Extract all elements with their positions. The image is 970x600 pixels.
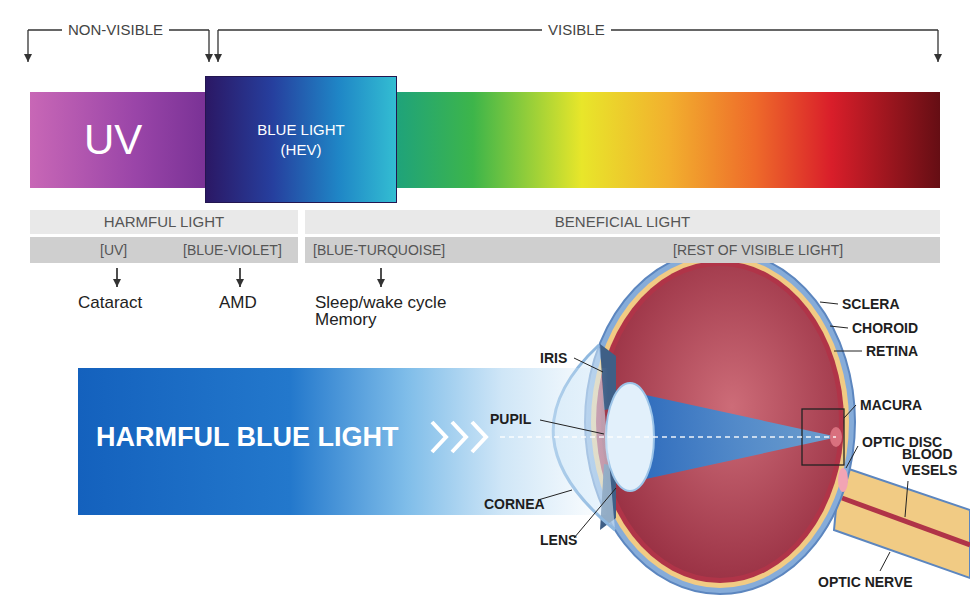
leaders [834, 351, 862, 352]
eyeball [596, 261, 844, 583]
part-label: CHOROID [852, 320, 918, 336]
part-label: IRIS [540, 350, 567, 366]
leaders [830, 326, 848, 328]
optic-nerve [842, 498, 970, 545]
uv-band: UV [30, 92, 205, 188]
macula-and-disc [838, 468, 848, 492]
effect-label: Sleep/wake cycle Memory [315, 294, 475, 328]
group-name: BENEFICIAL LIGHT [555, 210, 690, 234]
part-label: RETINA [866, 343, 918, 359]
chevrons [452, 422, 466, 452]
effect-arrows [380, 268, 382, 287]
leaders [905, 481, 908, 517]
leaders [844, 405, 856, 418]
band-name: UV [84, 115, 142, 165]
range-name: [BLUE-VIOLET] [183, 237, 282, 263]
eyeball [585, 250, 855, 594]
beneficial-sub-band: [BLUE-TURQUOISE] [REST OF VISIBLE LIGHT] [305, 237, 940, 263]
leaders [820, 302, 838, 304]
chevrons [432, 422, 486, 452]
chevrons [432, 422, 446, 452]
macula-and-disc [802, 409, 848, 492]
range-name: [BLUE-TURQUOISE] [313, 237, 445, 263]
optical-axis [500, 436, 836, 438]
leaders [880, 552, 890, 571]
light-cone [632, 392, 838, 482]
effect-label: Cataract [78, 294, 142, 311]
part-label: SCLERA [842, 296, 900, 312]
light-cone [632, 392, 838, 482]
range-brackets [208, 30, 209, 62]
beneficial-light-band: BENEFICIAL LIGHT [305, 210, 940, 234]
lens [606, 383, 654, 491]
range-brackets [937, 30, 938, 62]
visible-spectrum-bar [397, 92, 940, 188]
eyeball [601, 266, 839, 578]
effect-arrows [239, 268, 241, 287]
effect-label: AMD [219, 294, 257, 311]
range-name: [REST OF VISIBLE LIGHT] [673, 237, 843, 263]
visible-spectrum-bar [397, 92, 940, 188]
chevrons [472, 422, 486, 452]
range-name: [UV] [100, 237, 127, 263]
part-label: BLOOD VESELS [902, 446, 964, 478]
harmful-blue-light-band: HARMFUL BLUE LIGHT [78, 368, 608, 515]
group-name: HARMFUL LIGHT [104, 210, 224, 234]
range-brackets [27, 30, 28, 62]
harmful-light-band: HARMFUL LIGHT [30, 210, 298, 234]
range-brackets [217, 30, 218, 62]
macula-and-disc [802, 409, 844, 465]
lens [606, 383, 654, 491]
leaders [538, 302, 908, 571]
eyeball [585, 250, 855, 594]
leaders [574, 488, 616, 538]
optic-nerve [834, 466, 970, 578]
range-label: VISIBLE [542, 21, 611, 39]
leaders [540, 420, 604, 434]
leaders [846, 446, 858, 468]
part-label: MACURA [860, 397, 922, 413]
macula-and-disc [830, 427, 842, 447]
optical-axis [500, 437, 836, 438]
part-label: LENS [540, 532, 577, 548]
range-label: NON-VISIBLE [62, 21, 169, 39]
effect-arrows [117, 268, 381, 287]
band-name: BLUE LIGHT (HEV) [241, 120, 361, 160]
banner-text: HARMFUL BLUE LIGHT [96, 421, 398, 453]
part-label: PUPIL [490, 411, 531, 427]
optic-nerve [834, 466, 970, 578]
harmful-sub-band: [UV] [BLUE-VIOLET] [30, 237, 298, 263]
blue-light-box: BLUE LIGHT (HEV) [205, 76, 397, 203]
part-label: CORNEA [484, 496, 545, 512]
eyeball [591, 256, 849, 588]
part-label: OPTIC NERVE [818, 574, 913, 590]
effect-arrows [116, 268, 118, 287]
leaders [574, 358, 603, 372]
